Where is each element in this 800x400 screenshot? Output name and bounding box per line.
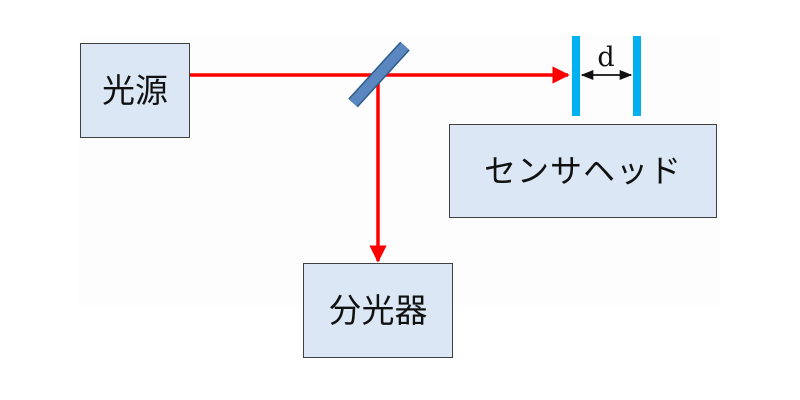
spectrometer-box: 分光器 (303, 263, 453, 358)
light-source-label: 光源 (102, 71, 168, 110)
spectrometer-label: 分光器 (328, 291, 428, 330)
light-source-box: 光源 (80, 43, 190, 138)
sensor-head-label: センサヘッド (483, 152, 682, 190)
beam-splitter-mirror (348, 41, 410, 108)
sensor-head-box: センサヘッド (449, 124, 717, 218)
sensor-plate-left (572, 36, 580, 116)
sensor-plate-right (633, 36, 641, 116)
gap-label: d (597, 42, 614, 73)
